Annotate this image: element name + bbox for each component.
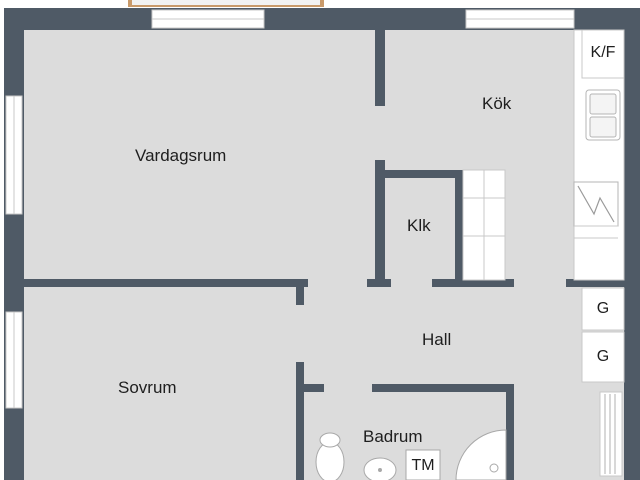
wall-closet-top (375, 170, 463, 178)
balcony-door (132, 0, 320, 5)
kitchen-counter (573, 29, 625, 281)
toilet-icon (315, 441, 345, 480)
wall-kitchen-hall (566, 279, 624, 287)
bathroom-fixtures (315, 429, 507, 480)
fixture-label-washer: TM (411, 457, 435, 474)
wall-bedroom-bath (296, 362, 304, 480)
wall-closet-bottom-right (432, 279, 514, 287)
windows (5, 9, 575, 409)
dishwasher-icon (573, 181, 619, 227)
wall-bath-stub (296, 384, 324, 392)
wall-right (624, 8, 640, 480)
wall-closet-left (375, 160, 385, 286)
fixture-label-wardrobe-bottom: G (596, 348, 610, 365)
floor-area (24, 30, 624, 480)
wall-stub-hall (296, 279, 304, 305)
room-label-kitchen: Kök (482, 94, 512, 113)
shelving (462, 169, 506, 281)
room-label-bathroom: Badrum (363, 427, 423, 446)
wardrobe-top (581, 287, 625, 331)
room-label-hall: Hall (422, 330, 452, 349)
wall-closet-right (455, 170, 463, 286)
room-label-living: Vardagsrum (135, 146, 227, 165)
wardrobe-bottom (581, 331, 625, 383)
wall-left (4, 8, 24, 480)
wall-closet-bottom-left (367, 279, 391, 287)
fridge-freezer (581, 29, 625, 79)
wall-bath-right (506, 384, 514, 480)
washing-machine (405, 449, 441, 480)
room-label-bedroom: Sovrum (118, 378, 177, 397)
wall-living-kitchen (375, 30, 385, 106)
wardrobes (581, 287, 625, 383)
wall-living-bedroom (24, 279, 308, 287)
interior-walls (24, 30, 624, 480)
radiator-icon (599, 391, 623, 477)
wall-bath-top (372, 384, 514, 392)
fixture-label-wardrobe-top: G (596, 300, 610, 317)
fixture-label-fridge: K/F (590, 44, 616, 61)
room-label-closet: Klk (407, 216, 431, 235)
